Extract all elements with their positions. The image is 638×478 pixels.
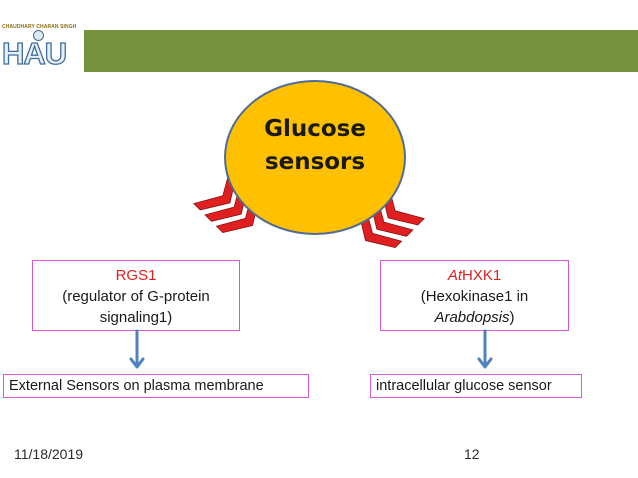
glucose-sensors-label: Glucose sensors — [224, 113, 406, 179]
rgs1-line-2: (regulator of G-protein — [62, 288, 210, 305]
athxk1-line-2: (Hexokinase1 in — [420, 288, 529, 305]
rgs1-line-3: signaling1) — [99, 309, 173, 326]
athxk1-line-3-italic: Arabdopsis — [434, 309, 510, 326]
page-number: 12 — [464, 446, 480, 462]
glucose-sensors-circle — [224, 80, 406, 235]
center-line-2: sensors — [264, 149, 366, 175]
rgs1-box: RGS1 (regulator of G-protein signaling1) — [32, 260, 240, 331]
logo-seal-icon — [33, 30, 44, 41]
header-band — [0, 30, 638, 72]
university-logo: CHAUDHARY CHARAN SINGH HAU — [1, 24, 82, 71]
external-sensors-label: External Sensors on plasma membrane — [3, 374, 309, 398]
athxk1-line-3: Arabdopsis) — [381, 307, 568, 328]
athxk1-box: AtHXK1 (Hexokinase1 in Arabdopsis) — [380, 260, 569, 331]
intracellular-sensor-label: intracellular glucose sensor — [370, 374, 582, 398]
left-down-arrow — [129, 329, 145, 369]
center-line-1: Glucose — [264, 116, 366, 142]
rgs1-title: RGS1 — [115, 267, 157, 284]
right-down-arrow — [477, 329, 493, 369]
athxk1-title-rest: HXK1 — [462, 267, 502, 284]
athxk1-title-italic: At — [447, 267, 462, 284]
footer-date: 11/18/2019 — [14, 446, 84, 462]
athxk1-title: AtHXK1 — [381, 265, 568, 286]
logo-letters: HAU — [1, 36, 67, 71]
logo-top-text: CHAUDHARY CHARAN SINGH — [2, 24, 77, 30]
left-chevron-group — [187, 160, 263, 236]
athxk1-line-3-close: ) — [509, 309, 515, 326]
